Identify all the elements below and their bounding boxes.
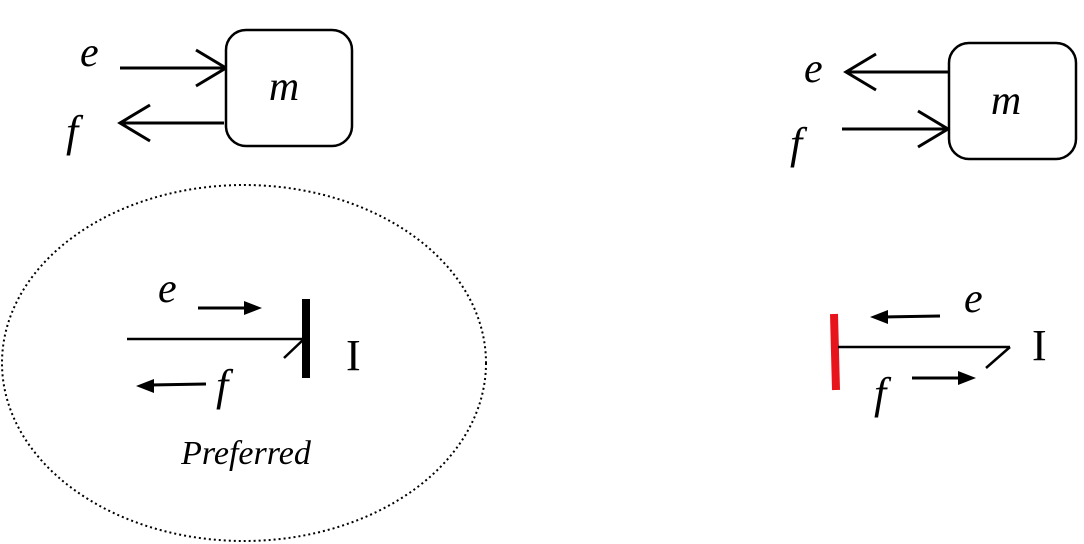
top-right-flow-label: f <box>790 119 808 168</box>
bottom-right-flow-label: f <box>874 369 892 418</box>
top-right-element-label: m <box>991 78 1021 124</box>
top-right-effort-label: e <box>804 46 823 92</box>
bottom-right-block: e I f <box>830 276 1047 418</box>
preferred-caption: Preferred <box>180 435 312 472</box>
preferred-highlight-ellipse <box>1 184 487 542</box>
bottom-right-bond <box>838 345 1011 369</box>
top-left-effort-arrow <box>120 48 229 88</box>
bottom-right-effort-label: e <box>964 276 983 322</box>
top-left-element-box <box>224 28 354 148</box>
bottom-left-block: e I f Preferred <box>1 184 487 542</box>
top-left-flow-arrow <box>117 103 224 143</box>
bottom-right-element-label: I <box>1032 321 1047 370</box>
top-left-effort-label: e <box>80 30 99 76</box>
top-left-element-label: m <box>269 64 299 110</box>
bottom-left-element-label: I <box>346 331 361 380</box>
top-right-effort-arrow <box>843 52 948 92</box>
top-left-block: e f m <box>66 28 354 156</box>
top-right-flow-arrow <box>842 109 951 149</box>
bottom-left-bond <box>127 337 305 359</box>
bottom-left-flow-arrow <box>136 379 207 393</box>
bottom-left-effort-label: e <box>158 266 177 312</box>
bottom-left-flow-label: f <box>216 361 234 410</box>
bottom-left-effort-arrow <box>198 301 262 315</box>
top-left-flow-label: f <box>66 107 84 156</box>
bottom-right-flow-arrow <box>912 371 976 385</box>
top-right-block: e f m <box>790 41 1078 168</box>
bottom-right-effort-arrow <box>870 310 941 324</box>
bottom-right-causal-stroke <box>830 313 840 391</box>
top-right-element-box <box>947 41 1078 161</box>
